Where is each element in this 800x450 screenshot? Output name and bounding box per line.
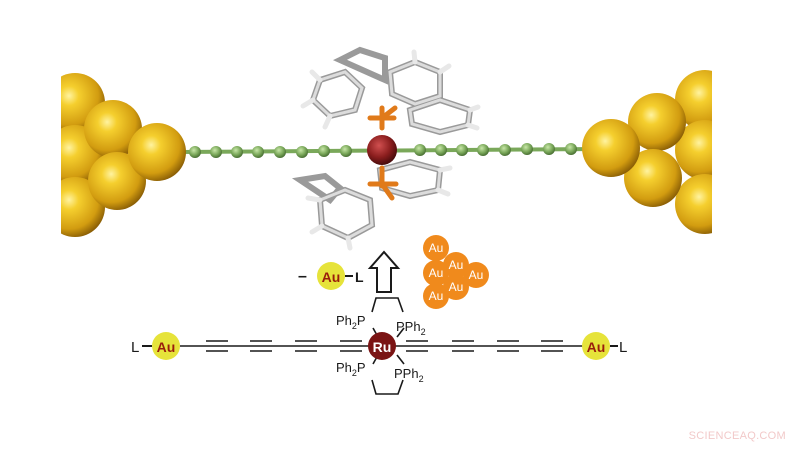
carbon-chain — [179, 143, 601, 158]
svg-text:Au: Au — [322, 269, 341, 285]
svg-text:Au: Au — [587, 339, 606, 355]
watermark: SCIENCEAQ.COM — [688, 430, 786, 442]
gold-nanocluster: Au Au Au Au Au Au — [423, 235, 489, 309]
svg-text:L: L — [355, 269, 364, 285]
phosphine-bottom-left: Ph2P — [336, 360, 366, 378]
svg-text:Ru: Ru — [373, 339, 392, 355]
left-gold-electrode — [61, 73, 186, 237]
triple-bonds-left — [206, 340, 362, 352]
triple-bonds-right — [406, 340, 563, 352]
phosphorus-bonds — [367, 105, 399, 201]
svg-text:Au: Au — [449, 280, 464, 294]
svg-text:Au: Au — [429, 241, 444, 255]
svg-text:–: – — [298, 268, 307, 285]
svg-text:L: L — [131, 339, 139, 356]
leaving-group: – Au L — [298, 262, 364, 290]
right-gold-electrode — [582, 70, 712, 234]
up-arrow-icon — [367, 250, 401, 293]
svg-text:Au: Au — [429, 289, 444, 303]
svg-text:Au: Au — [429, 266, 444, 280]
svg-text:Au: Au — [469, 268, 484, 282]
phosphine-top-left: Ph2P — [336, 313, 366, 331]
svg-text:Au: Au — [449, 258, 464, 272]
svg-text:Au: Au — [157, 339, 176, 355]
svg-text:L: L — [619, 339, 627, 356]
phosphine-bottom-right: PPh2 — [394, 366, 424, 384]
phosphine-top-right: PPh2 — [396, 319, 426, 337]
ru-metal-center — [367, 135, 397, 165]
chemical-structure: L Au Au L Ru Ph2P PPh2 Ph2P PPh2 — [131, 297, 627, 395]
